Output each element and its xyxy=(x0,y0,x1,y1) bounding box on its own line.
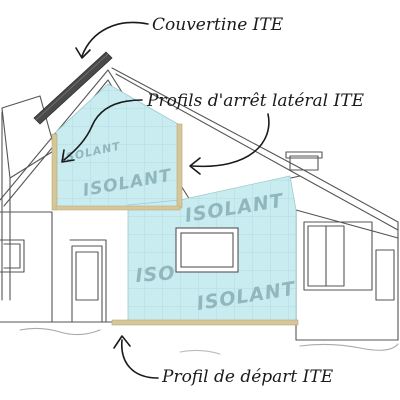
couvertine xyxy=(33,51,113,125)
depart-arrow xyxy=(121,339,159,379)
profils-arrowhead-right xyxy=(189,157,201,175)
callout-arrows xyxy=(61,21,270,379)
profils-arrow-left xyxy=(63,99,143,161)
callout-profil-depart: Profil de départ ITE xyxy=(162,367,334,387)
couvertine-arrow xyxy=(81,21,149,57)
house-sketch xyxy=(0,67,399,355)
profils-arrowhead-left xyxy=(61,149,75,163)
depart-arrowhead xyxy=(113,335,131,349)
couvertine-arrowhead xyxy=(75,47,91,59)
isolant-label-wall-2: ISO xyxy=(135,262,176,287)
profil-depart xyxy=(111,319,299,326)
profil-depart-gable xyxy=(55,205,181,211)
callout-profils-arret-lateral: Profils d'arrêt latéral ITE xyxy=(147,91,364,111)
wall-window xyxy=(175,227,239,273)
profils-arrow-right xyxy=(191,113,270,168)
callout-couvertine: Couvertine ITE xyxy=(152,15,284,35)
